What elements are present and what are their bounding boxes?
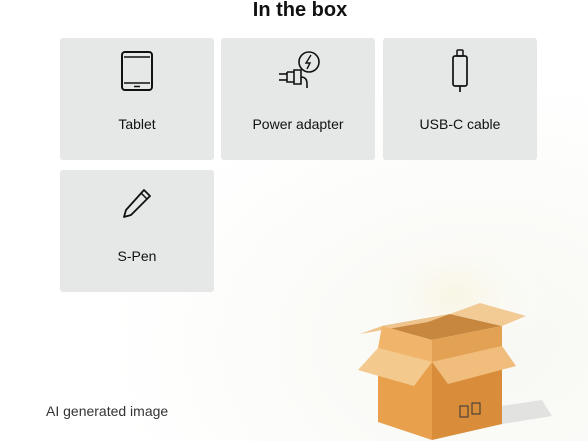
pen-icon [60, 180, 214, 226]
item-label: USB-C cable [419, 116, 501, 132]
usb-c-cable-icon [383, 48, 537, 94]
item-tile-usb-c-cable: USB-C cable [383, 38, 537, 160]
section-title: In the box [252, 0, 348, 21]
ai-generated-note: AI generated image [46, 403, 169, 419]
item-label: Tablet [118, 116, 156, 132]
item-tile-s-pen: S-Pen [60, 170, 214, 292]
open-cardboard-box-icon [320, 230, 580, 441]
item-label: S-Pen [117, 248, 157, 264]
item-tile-power-adapter: Power adapter [221, 38, 375, 160]
tablet-icon [60, 48, 214, 94]
item-label: Power adapter [252, 116, 344, 132]
power-adapter-icon [221, 48, 375, 94]
item-tile-tablet: Tablet [60, 38, 214, 160]
